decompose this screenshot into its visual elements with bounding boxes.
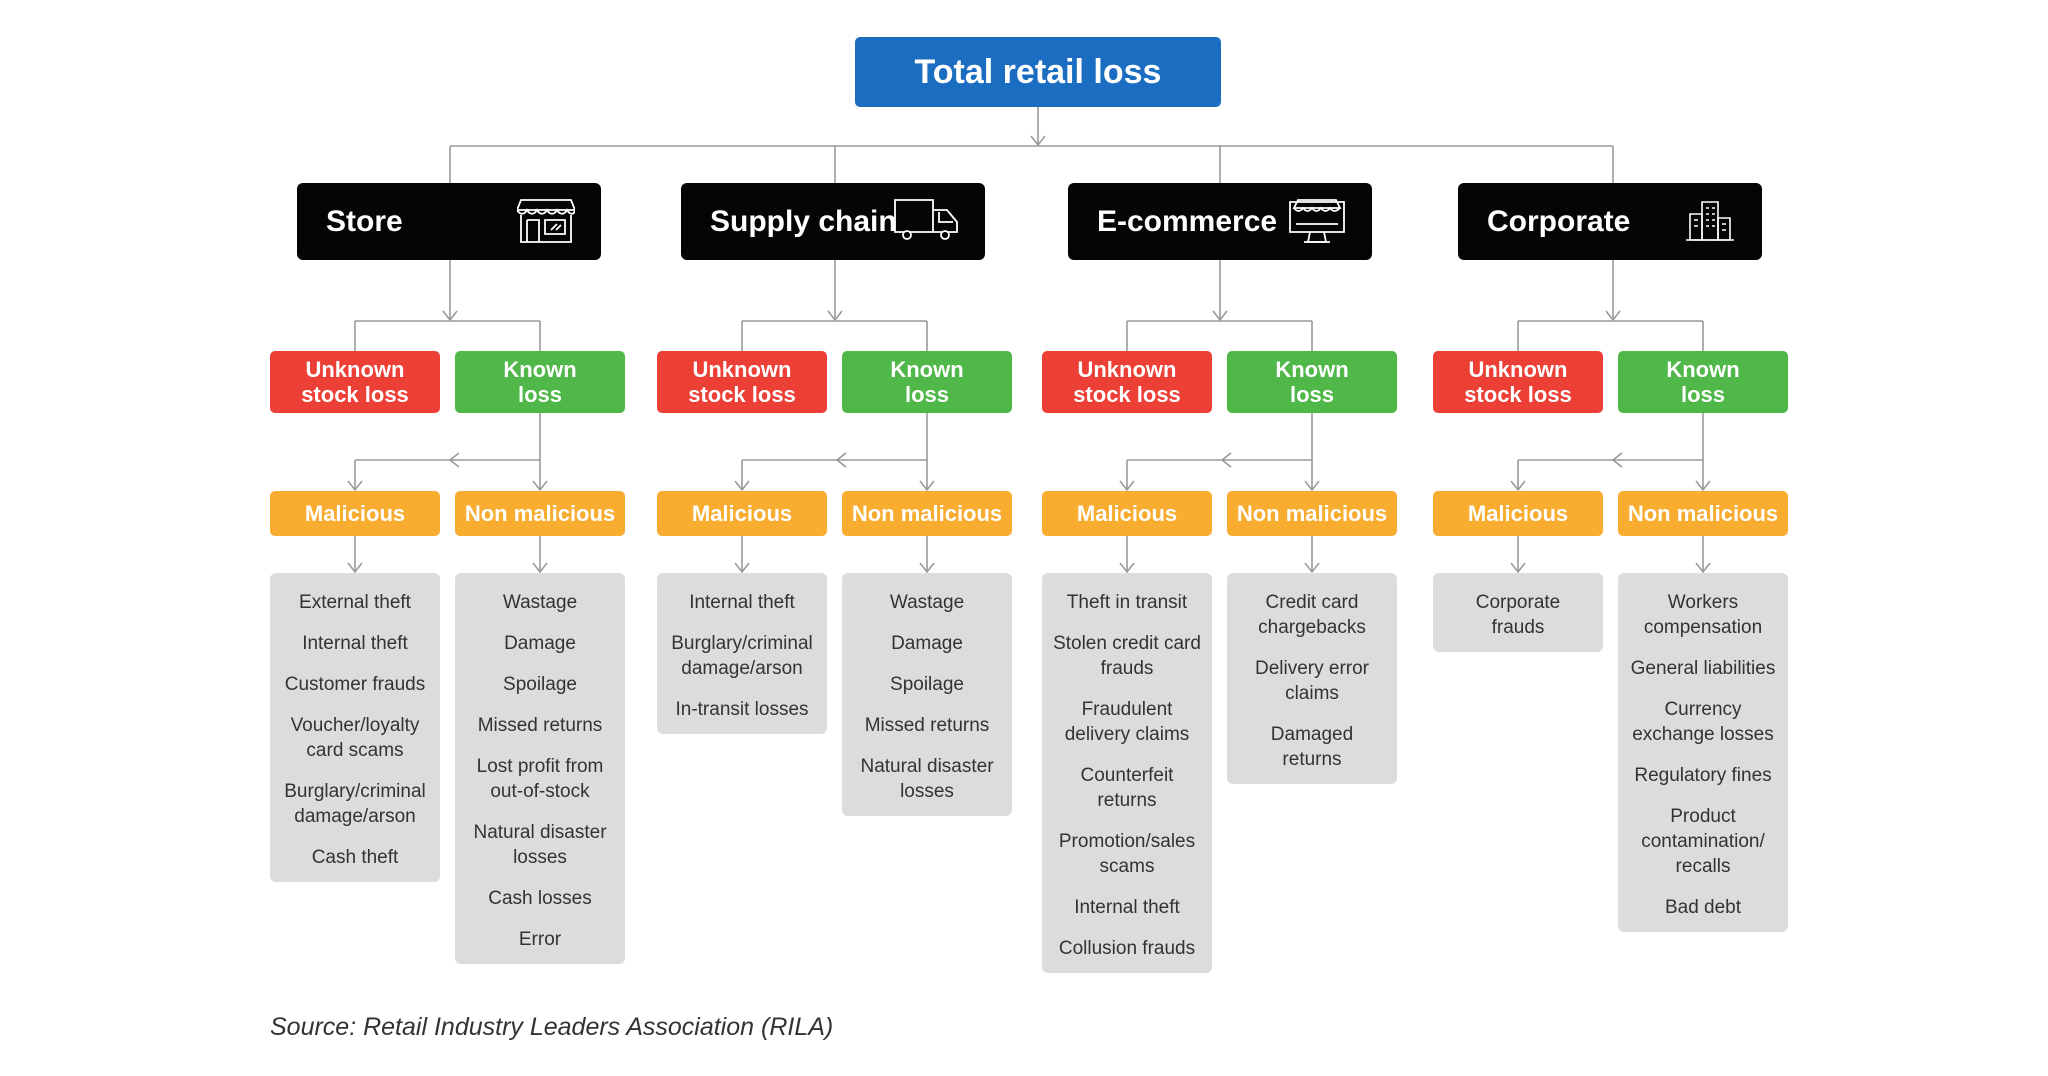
known-loss-box: Known loss [1618, 351, 1788, 413]
list-item: Wastage [502, 592, 578, 613]
list-item: Internal theft [689, 592, 795, 613]
non-malicious-box: Non malicious [1227, 491, 1397, 536]
malicious-items-list: Corporate frauds [1433, 573, 1603, 652]
list-item: Promotion/sales scams [1058, 831, 1196, 877]
category-title: Store [326, 204, 403, 238]
known-loss-box: Known loss [1227, 351, 1397, 413]
list-item: General liabilities [1630, 658, 1776, 679]
source-note: Source: Retail Industry Leaders Associat… [270, 1013, 834, 1041]
list-item: Error [518, 929, 562, 950]
list-item: Missed returns [864, 715, 990, 736]
storefront-icon [515, 198, 577, 252]
known-loss-box: Known loss [455, 351, 625, 413]
list-item: Corporate frauds [1475, 592, 1561, 638]
list-item: Voucher/loyalty card scams [290, 715, 420, 761]
office-building-icon [1684, 198, 1736, 250]
list-item: Currency exchange losses [1632, 699, 1774, 745]
list-item: Burglary/criminal damage/arson [284, 781, 426, 827]
list-item: Customer frauds [284, 674, 426, 695]
category-store: Store [297, 183, 601, 260]
malicious-box: Malicious [270, 491, 440, 536]
list-item: Product contamination/ recalls [1641, 806, 1765, 877]
list-item: Fraudulent delivery claims [1064, 699, 1190, 745]
total-retail-loss-box: Total retail loss [855, 37, 1221, 107]
list-item: Bad debt [1664, 897, 1742, 918]
malicious-box: Malicious [1042, 491, 1212, 536]
list-item: In-transit losses [675, 699, 809, 720]
non-malicious-box: Non malicious [842, 491, 1012, 536]
online-store-monitor-icon [1288, 198, 1346, 252]
list-item: Damage [891, 633, 963, 654]
list-item: Workers compensation [1643, 592, 1763, 638]
list-item: External theft [299, 592, 411, 613]
list-item: Burglary/criminal damage/arson [671, 633, 813, 679]
non-malicious-box: Non malicious [455, 491, 625, 536]
list-item: Stolen credit card frauds [1053, 633, 1201, 679]
category-title: Supply chain [710, 204, 897, 238]
list-item: Natural disaster losses [860, 756, 994, 802]
unknown-stock-loss-box: Unknown stock loss [1042, 351, 1212, 413]
list-item: Internal theft [1074, 897, 1180, 918]
known-loss-box: Known loss [842, 351, 1012, 413]
list-item: Spoilage [503, 674, 577, 695]
list-item: Spoilage [890, 674, 964, 695]
list-item: Damaged returns [1270, 724, 1354, 770]
list-item: Counterfeit returns [1080, 765, 1174, 811]
malicious-box: Malicious [1433, 491, 1603, 536]
list-item: Cash theft [311, 847, 399, 868]
unknown-stock-loss-box: Unknown stock loss [657, 351, 827, 413]
list-item: Internal theft [302, 633, 408, 654]
category-corporate: Corporate [1458, 183, 1762, 260]
list-item: Natural disaster losses [473, 822, 607, 868]
list-item: Lost profit from out-of-stock [476, 756, 604, 802]
list-item: Theft in transit [1066, 592, 1188, 613]
non-malicious-box: Non malicious [1618, 491, 1788, 536]
list-item: Regulatory fines [1634, 765, 1772, 786]
truck-icon [893, 198, 959, 250]
category-title: E-commerce [1097, 204, 1278, 238]
malicious-box: Malicious [657, 491, 827, 536]
list-item: Credit card chargebacks [1258, 592, 1366, 638]
list-item: Cash losses [488, 888, 592, 909]
unknown-stock-loss-box: Unknown stock loss [270, 351, 440, 413]
list-item: Delivery error claims [1254, 658, 1370, 704]
unknown-stock-loss-box: Unknown stock loss [1433, 351, 1603, 413]
category-e-commerce: E-commerce [1068, 183, 1372, 260]
list-item: Damage [504, 633, 576, 654]
list-item: Missed returns [477, 715, 603, 736]
list-item: Collusion frauds [1058, 938, 1196, 959]
category-supply-chain: Supply chain [681, 183, 985, 260]
list-item: Wastage [889, 592, 965, 613]
category-title: Corporate [1487, 204, 1631, 238]
